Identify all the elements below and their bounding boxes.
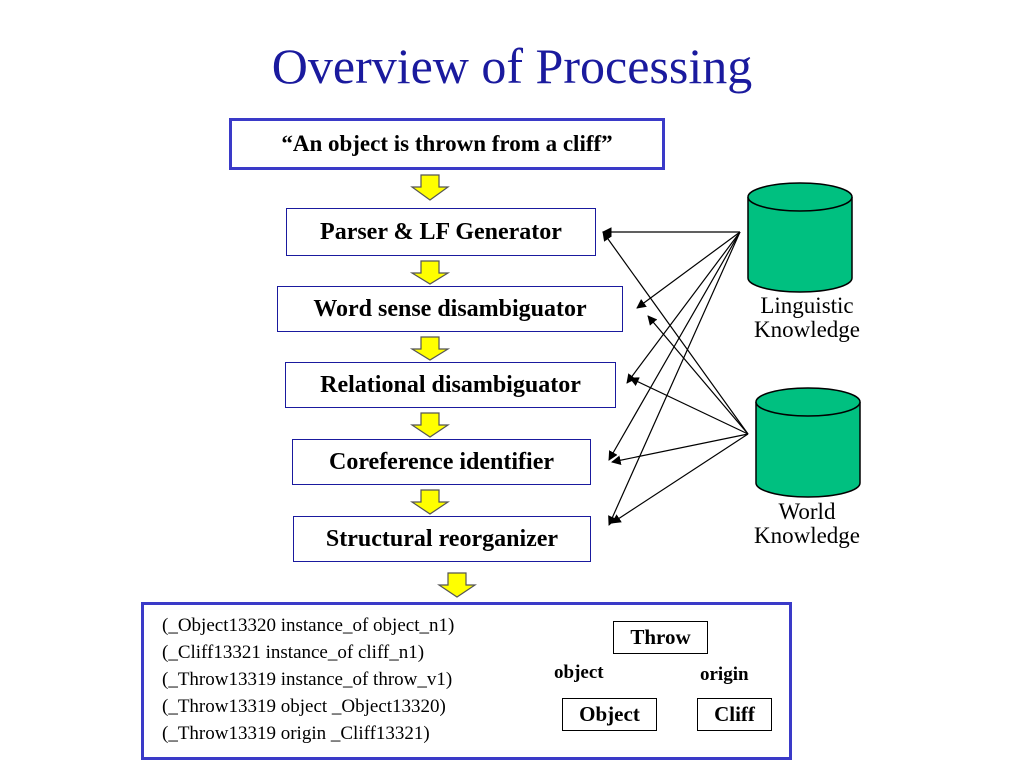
world-knowledge-label: World Knowledge: [730, 500, 884, 548]
input-sentence: “An object is thrown from a cliff”: [281, 131, 613, 156]
stage-label: Relational disambiguator: [320, 371, 581, 398]
assertion-line: (_Throw13319 object _Object13320): [162, 696, 446, 717]
edge-label-origin: origin: [700, 664, 749, 685]
kb-label-line: Linguistic: [760, 293, 854, 318]
tree-node-cliff: Cliff: [697, 698, 772, 731]
assertion-line: (_Object13320 instance_of object_n1): [162, 615, 455, 636]
kb-label-line: Knowledge: [753, 317, 861, 342]
page-title: Overview of Processing: [271, 38, 753, 94]
stage-coreference-box: Coreference identifier: [292, 439, 591, 485]
input-sentence-box: “An object is thrown from a cliff”: [229, 118, 665, 170]
linguistic-connectors: [602, 227, 741, 526]
stage-label: Parser & LF Generator: [320, 218, 562, 245]
flow-arrow-icon: [410, 489, 450, 515]
tree-root-throw: Throw: [613, 621, 708, 654]
tree-node-label: Object: [579, 702, 640, 726]
assertion-line: (_Throw13319 origin _Cliff13321): [162, 723, 430, 744]
stage-parser-box: Parser & LF Generator: [286, 208, 596, 256]
edge-label-object: object: [554, 662, 604, 683]
flow-arrow-icon: [409, 260, 451, 285]
kb-label-line: Knowledge: [753, 523, 861, 548]
linguistic-knowledge-label: Linguistic Knowledge: [730, 294, 884, 342]
output-assertions: (_Object13320 instance_of object_n1) (_C…: [162, 612, 454, 747]
tree-node-object: Object: [562, 698, 657, 731]
stage-word-sense-box: Word sense disambiguator: [277, 286, 623, 332]
tree-node-label: Cliff: [714, 702, 755, 726]
world-connectors: [602, 231, 749, 524]
database-cylinder-icon: [747, 182, 853, 293]
assertion-line: (_Throw13319 instance_of throw_v1): [162, 669, 453, 690]
tree-node-label: Throw: [630, 625, 691, 649]
assertion-line: (_Cliff13321 instance_of cliff_n1): [162, 642, 425, 663]
stage-label: Structural reorganizer: [325, 525, 559, 552]
flow-arrow-icon: [410, 174, 450, 201]
stage-label: Coreference identifier: [328, 448, 554, 475]
stage-structural-box: Structural reorganizer: [293, 516, 591, 562]
flow-arrow-icon: [410, 412, 450, 438]
flow-arrow-icon: [437, 572, 477, 598]
stage-relational-box: Relational disambiguator: [285, 362, 616, 408]
database-cylinder-icon: [755, 387, 861, 498]
stage-label: Word sense disambiguator: [313, 295, 587, 322]
kb-label-line: World: [778, 499, 836, 524]
flow-arrow-icon: [409, 336, 451, 361]
